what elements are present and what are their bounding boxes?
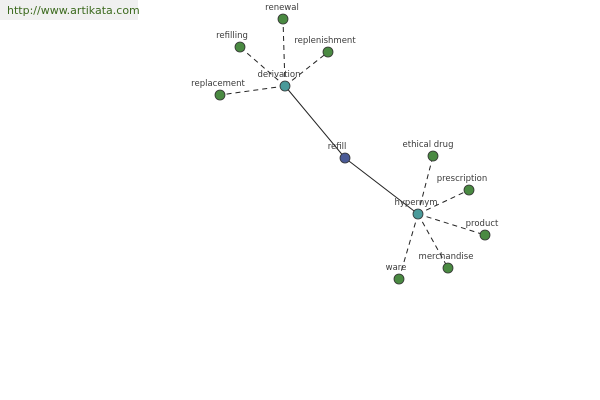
graph-edges bbox=[219, 18, 486, 280]
node-merchandise[interactable] bbox=[442, 262, 454, 274]
edge-hypernym-ethical-drug bbox=[417, 155, 434, 215]
label-prescription[interactable]: prescription bbox=[437, 174, 488, 184]
edge-derivation-renewal bbox=[282, 18, 286, 87]
node-prescription[interactable] bbox=[463, 184, 475, 196]
label-hypernym[interactable]: hypernym bbox=[394, 198, 437, 208]
edge-refill-hypernym bbox=[344, 157, 419, 215]
label-replenishment[interactable]: replenishment bbox=[294, 36, 356, 46]
label-renewal[interactable]: renewal bbox=[265, 3, 299, 13]
node-hypernym[interactable] bbox=[412, 208, 424, 220]
graph-nodes: renewal refilling replenishment replacement… bbox=[191, 3, 499, 285]
node-ware[interactable] bbox=[393, 273, 405, 285]
edge-hypernym-merchandise bbox=[417, 213, 449, 269]
label-refilling[interactable]: refilling bbox=[216, 31, 248, 41]
edge-hypernym-ware bbox=[398, 213, 419, 280]
node-refill[interactable] bbox=[339, 152, 351, 164]
node-refilling[interactable] bbox=[234, 41, 246, 53]
label-derivation[interactable]: derivation bbox=[257, 70, 300, 80]
edge-refill-derivation bbox=[284, 85, 346, 159]
edge-derivation-replenishment bbox=[284, 51, 329, 87]
site-url-link[interactable]: http://www.artikata.com bbox=[7, 4, 140, 17]
url-banner: http://www.artikata.com bbox=[0, 0, 140, 20]
edge-derivation-replacement bbox=[219, 85, 286, 96]
node-replacement[interactable] bbox=[214, 89, 226, 101]
label-merchandise[interactable]: merchandise bbox=[419, 252, 474, 262]
node-replenishment[interactable] bbox=[322, 46, 334, 58]
edge-derivation-refilling bbox=[239, 46, 286, 87]
label-ware[interactable]: ware bbox=[386, 263, 407, 273]
node-product[interactable] bbox=[479, 229, 491, 241]
node-ethical-drug[interactable] bbox=[427, 150, 439, 162]
label-ethical-drug[interactable]: ethical drug bbox=[403, 140, 454, 150]
node-renewal[interactable] bbox=[277, 13, 289, 25]
node-derivation[interactable] bbox=[279, 80, 291, 92]
edge-hypernym-prescription bbox=[417, 189, 470, 215]
label-replacement[interactable]: replacement bbox=[191, 79, 245, 89]
edge-hypernym-product bbox=[417, 213, 486, 236]
label-product[interactable]: product bbox=[466, 219, 499, 229]
label-refill[interactable]: refill bbox=[328, 142, 347, 152]
